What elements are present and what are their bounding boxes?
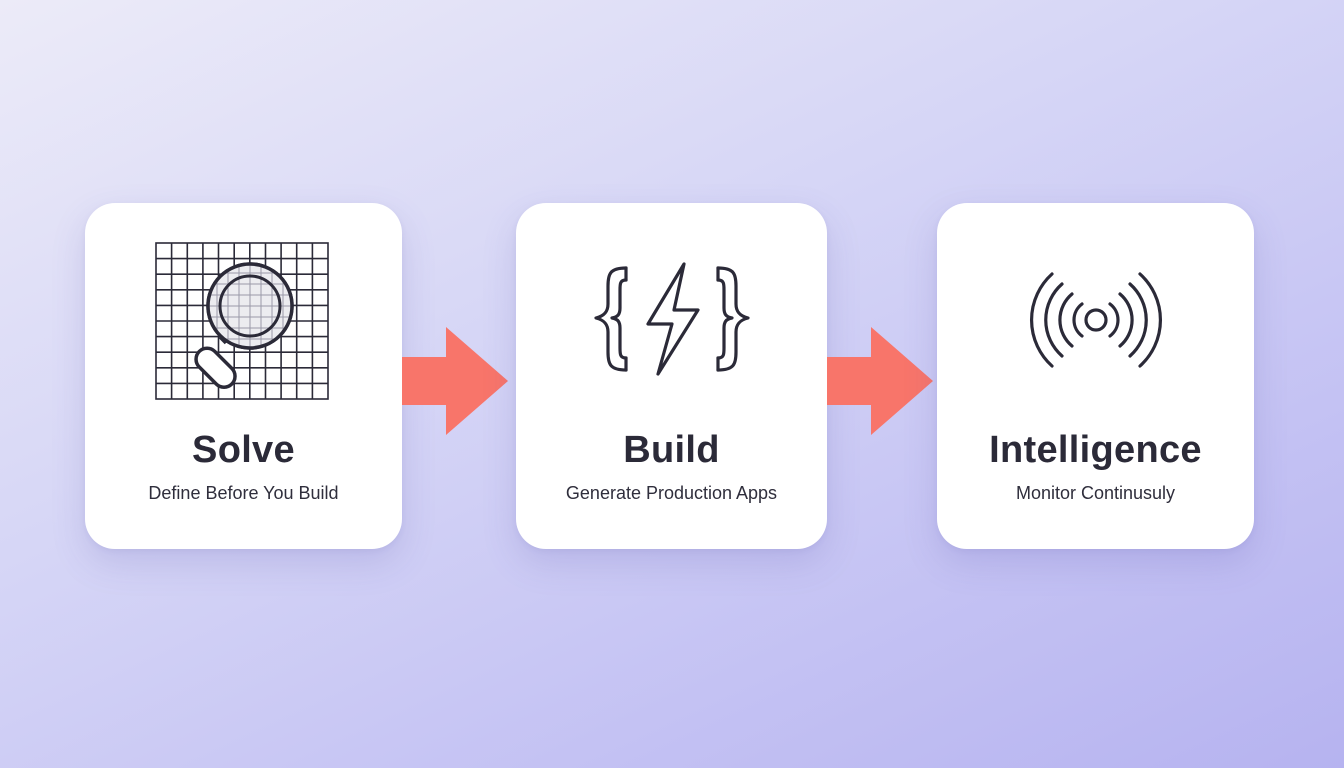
grid-magnifier-icon <box>85 239 402 401</box>
step-subtitle: Define Before You Build <box>148 483 339 503</box>
step-card-build: Build Generate Production Apps <box>516 203 827 549</box>
step-card-intelligence: Intelligence Monitor Continusuly <box>937 203 1254 549</box>
code-bolt-icon <box>516 239 827 401</box>
step-subtitle: Monitor Continusuly <box>1015 483 1176 503</box>
step-subtitle: Generate Production Apps <box>565 483 778 503</box>
step-title: Solve <box>192 429 295 471</box>
step-card-solve: Solve Define Before You Build <box>85 203 402 549</box>
broadcast-signal-icon <box>937 239 1254 401</box>
step-title: Intelligence <box>989 429 1202 471</box>
arrow-right-icon <box>402 327 508 435</box>
arrow-right-icon <box>827 327 933 435</box>
step-title: Build <box>623 429 720 471</box>
